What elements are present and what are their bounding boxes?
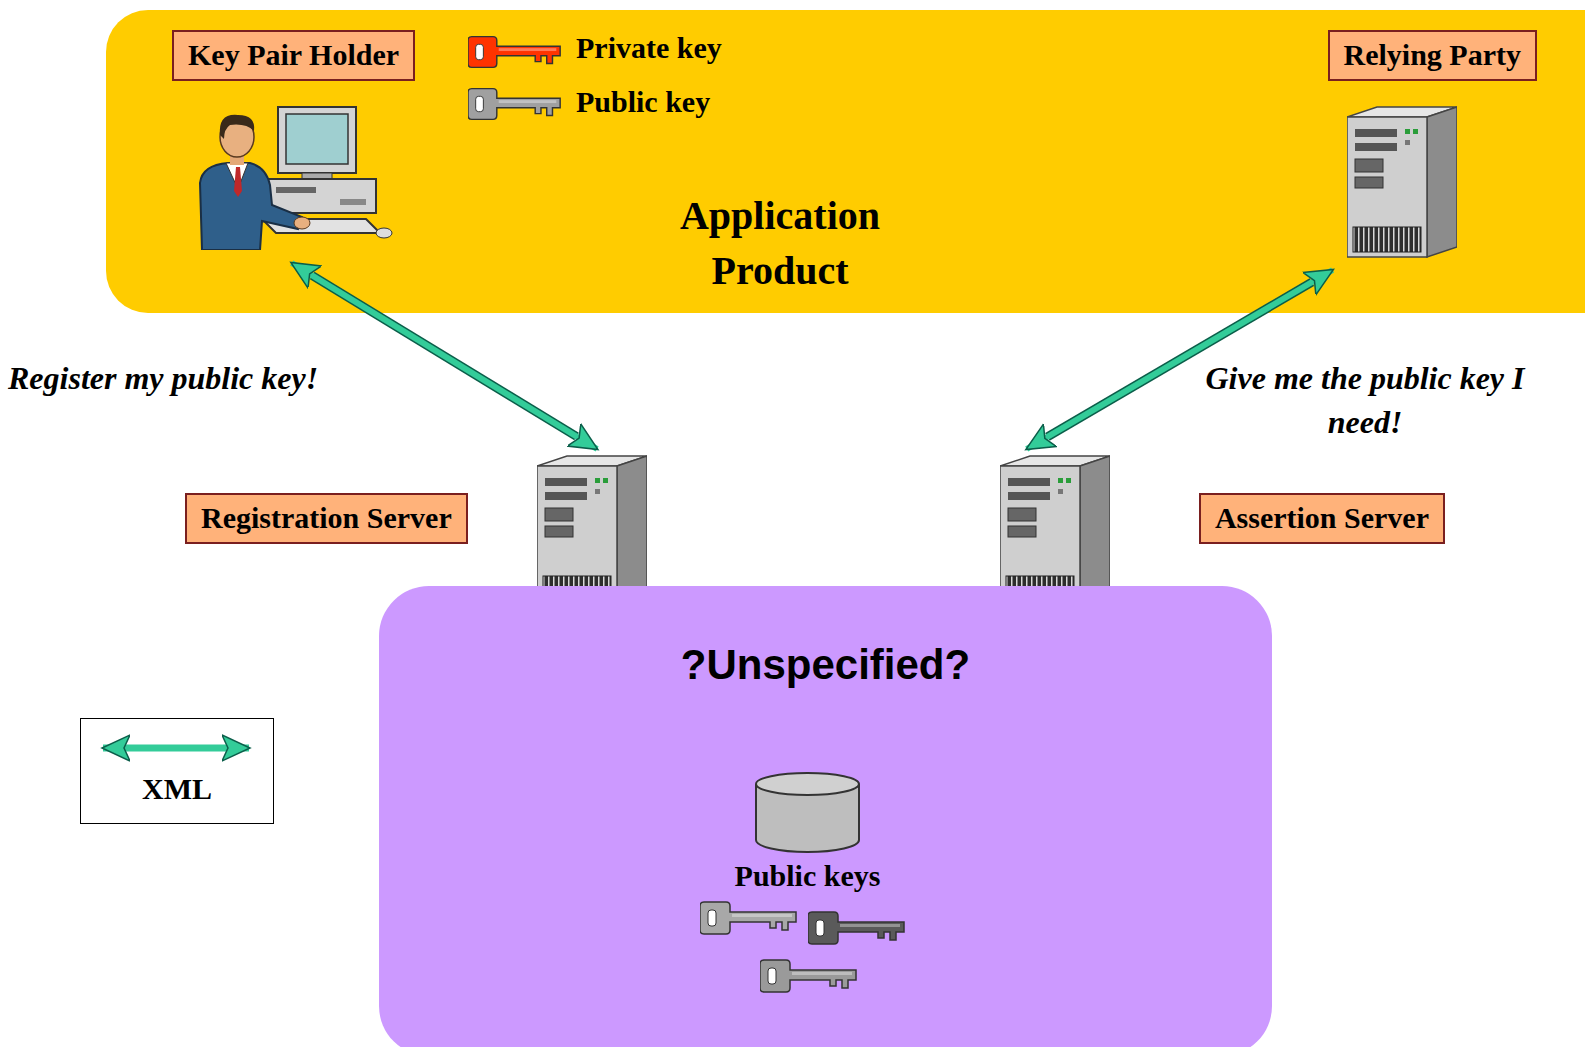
key-pair-holder: Key Pair Holder xyxy=(172,30,457,255)
registration-server: Registration Server xyxy=(185,455,648,607)
private-key-icon xyxy=(468,34,564,70)
public-key-icon xyxy=(468,86,564,122)
server-icon xyxy=(1347,102,1457,262)
region-title: ?Unspecified? xyxy=(379,640,1272,690)
legend-arrow-sample xyxy=(91,731,261,765)
application-band: Application Product Key Pair Holder Relyin… xyxy=(106,10,1585,313)
key-icons xyxy=(700,900,915,1000)
band-title: Application Product xyxy=(650,188,910,298)
relying-party: Relying Party xyxy=(1257,30,1537,262)
legend-text: XML xyxy=(81,771,273,807)
server-icon xyxy=(537,455,647,607)
user-workstation-icon xyxy=(190,105,395,250)
role-tag: Key Pair Holder xyxy=(172,30,415,81)
legend-box: XML xyxy=(80,718,274,824)
edge-label: Register my public key! xyxy=(8,356,438,400)
role-tag: Relying Party xyxy=(1328,30,1537,81)
key-caption: Private key xyxy=(576,30,722,66)
server-tag: Registration Server xyxy=(185,493,468,544)
assertion-server: Assertion Server xyxy=(1000,455,1445,607)
store-label: Public keys xyxy=(700,858,915,894)
unspecified-region: ?Unspecified? Public keys xyxy=(379,586,1272,1047)
server-icon xyxy=(1000,455,1110,607)
server-tag: Assertion Server xyxy=(1199,493,1445,544)
public-key-store: Public keys xyxy=(700,772,915,1002)
key-caption: Public key xyxy=(576,84,710,120)
edge-label: Give me the public key I need! xyxy=(1195,356,1535,444)
database-cylinder xyxy=(754,772,861,854)
